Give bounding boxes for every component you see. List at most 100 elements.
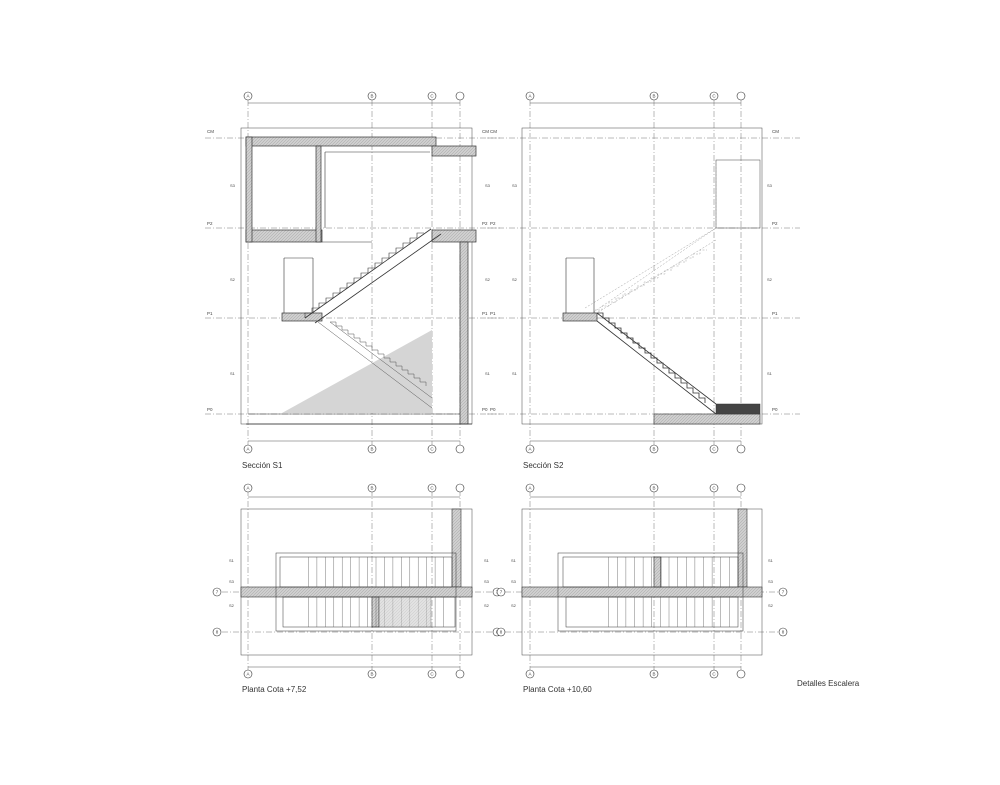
s2-axis-lines — [529, 100, 742, 450]
s1-tag-s3-right: S3 — [485, 183, 491, 188]
p2-treads-lower — [608, 597, 730, 627]
s2-axis-label-b-bottom: B — [652, 447, 655, 452]
s2-tag-s2-left: S2 — [512, 277, 518, 282]
s1-axis-label-a-bottom: A — [246, 447, 249, 452]
p2-tag-s1-left: S1 — [511, 558, 517, 563]
p1-tag-s1-right: S1 — [484, 558, 490, 563]
p2-axis-label-8-right: 8 — [782, 630, 785, 635]
s1-axis-label-a: A — [246, 94, 249, 99]
s2-tag-s1-left: S1 — [512, 371, 518, 376]
s2-level-p0-right: P0 — [772, 407, 778, 412]
p1-treads-upper — [308, 557, 444, 587]
s2-landing-slab — [562, 312, 598, 322]
s2-axis-label-b: B — [652, 94, 655, 99]
p2-tag-s3-right: S3 — [768, 579, 774, 584]
p1-axis-label-a: A — [246, 486, 249, 491]
planta-752-drawing: A B C A B C 7 8 7 8 S1 S3 S2 S1 S3 S2 — [212, 483, 502, 679]
s2-level-p0: P0 — [490, 407, 496, 412]
p1-tag-s1-left: S1 — [229, 558, 235, 563]
p1-axis-label-7: 7 — [216, 590, 219, 595]
s2-wall-right — [715, 159, 761, 229]
s2-tag-s3-right: S3 — [767, 183, 773, 188]
s1-section-tags: S3 S2 S1 S3 S2 S1 — [230, 183, 491, 376]
section-s1-drawing: A B C A B C CM P2 P1 P0 CM P2 P1 P0 S3 S… — [205, 91, 500, 454]
p2-axis-label-8: 8 — [500, 630, 503, 635]
s2-tag-s2-right: S2 — [767, 277, 773, 282]
p2-axis-label-7: 7 — [500, 590, 503, 595]
p1-tag-s3-right: S3 — [484, 579, 490, 584]
s1-landings — [248, 151, 460, 415]
s1-axis-label-c: C — [430, 94, 434, 99]
p2-axis-label-a: A — [528, 486, 531, 491]
p1-tag-s2-left: S2 — [229, 603, 235, 608]
p2-axis-label-a-bottom: A — [528, 672, 531, 677]
s2-level-p1: P1 — [490, 311, 496, 316]
p2-axis-label-7-right: 7 — [782, 590, 785, 595]
s1-level-p2: P2 — [207, 221, 213, 226]
s1-shaded-wedge — [282, 330, 432, 413]
section-s2-drawing: A B C A B C CM P2 P1 P0 CM P2 P1 P0 S3 S… — [487, 91, 800, 454]
s2-level-p2: P2 — [490, 221, 496, 226]
p2-axis-label-c: C — [712, 486, 716, 491]
s1-level-p1-right: P1 — [482, 311, 488, 316]
s1-slabs — [245, 136, 477, 425]
s2-level-p2-right: P2 — [772, 221, 778, 226]
s2-axis-label-a: A — [528, 94, 531, 99]
s1-level-cm-right: CM — [482, 129, 489, 134]
s1-level-p0-right: P0 — [482, 407, 488, 412]
s2-level-p1-right: P1 — [772, 311, 778, 316]
p1-axis-label-b-bottom: B — [370, 672, 373, 677]
p2-treads-upper — [608, 557, 730, 587]
caption-planta-1060: Planta Cota +10,60 — [523, 685, 592, 694]
s1-axis-label-b-bottom: B — [370, 447, 373, 452]
s1-level-p2-right: P2 — [482, 221, 488, 226]
s2-tag-s3-left: S3 — [512, 183, 518, 188]
s1-tag-s2-left: S2 — [230, 277, 236, 282]
s1-axis-label-b: B — [370, 94, 373, 99]
s1-level-p1: P1 — [207, 311, 213, 316]
s1-tag-s1-right: S1 — [485, 371, 491, 376]
p1-axis-label-b: B — [370, 486, 373, 491]
s2-axis-label-c-bottom: C — [712, 447, 716, 452]
s1-lower-flight — [317, 321, 433, 409]
s1-upper-treads — [304, 232, 424, 318]
p2-tag-s2-left: S2 — [511, 603, 517, 608]
s1-tag-s3-left: S3 — [230, 183, 236, 188]
s1-tag-s1-left: S1 — [230, 371, 236, 376]
sheet-title: Detalles Escalera — [797, 679, 860, 688]
p2-axis-label-b: B — [652, 486, 655, 491]
s1-axis-bubbles — [243, 91, 465, 454]
s2-floor-block — [715, 403, 761, 415]
p2-tag-s1-right: S1 — [768, 558, 774, 563]
s2-upper-flight-hidden — [584, 160, 717, 319]
s1-axis-label-c-bottom: C — [430, 447, 434, 452]
p1-axis-label-a-bottom: A — [246, 672, 249, 677]
planta-1060-drawing: A B C A B C 7 8 7 8 S1 S3 S2 S1 S3 S2 — [496, 483, 788, 679]
s2-axis-label-c: C — [712, 94, 716, 99]
s1-level-p0: P0 — [207, 407, 213, 412]
s2-tag-s1-right: S1 — [767, 371, 773, 376]
caption-planta-752: Planta Cota +7,52 — [242, 685, 307, 694]
s2-level-cm-right: CM — [772, 129, 779, 134]
s1-level-cm: CM — [207, 129, 214, 134]
p1-tag-s2-right: S2 — [484, 603, 490, 608]
s1-upper-flight — [304, 228, 442, 324]
p1-axis-label-c: C — [430, 486, 434, 491]
caption-seccion-s2: Sección S2 — [523, 461, 564, 470]
p1-axis-label-8: 8 — [216, 630, 219, 635]
caption-seccion-s1: Sección S1 — [242, 461, 283, 470]
s1-tag-s2-right: S2 — [485, 277, 491, 282]
s2-ground-slab — [653, 413, 761, 425]
p2-axis-label-b-bottom: B — [652, 672, 655, 677]
s2-outline — [521, 127, 763, 425]
p2-tag-s2-right: S2 — [768, 603, 774, 608]
p2-tag-s3-left: S3 — [511, 579, 517, 584]
p1-axis-label-c-bottom: C — [430, 672, 434, 677]
s2-level-cm: CM — [490, 129, 497, 134]
p2-axis-label-c-bottom: C — [712, 672, 716, 677]
s2-lower-flight — [596, 312, 717, 415]
s1-dimension-lines — [248, 102, 460, 442]
s2-axis-label-a-bottom: A — [528, 447, 531, 452]
p1-tag-s3-left: S3 — [229, 579, 235, 584]
